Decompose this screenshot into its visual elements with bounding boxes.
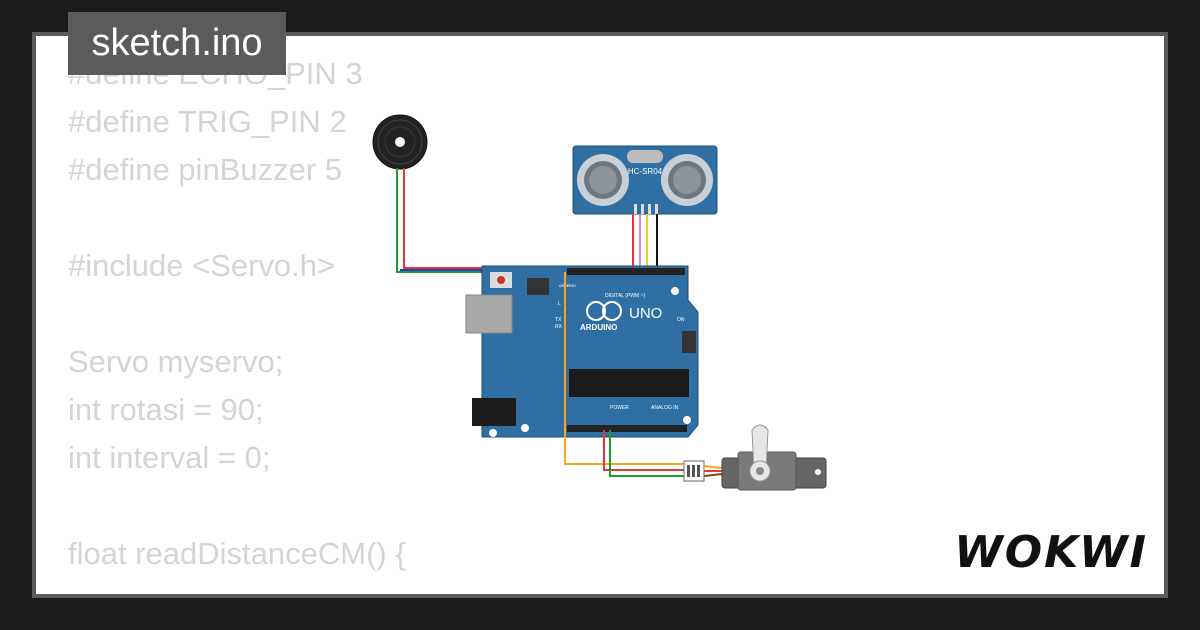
board-model: UNO <box>629 305 662 322</box>
code-line: #include <Servo.h> <box>68 248 336 283</box>
board-on-label: ON <box>677 317 685 323</box>
wire-buzzer-red <box>403 168 484 269</box>
code-line: int interval = 0; <box>68 440 271 475</box>
servo-motor[interactable] <box>683 424 827 491</box>
wire-servo-gnd <box>609 430 684 477</box>
code-line: Servo myservo; <box>68 344 284 379</box>
file-tab-title[interactable]: sketch.ino <box>68 12 286 75</box>
code-line: #define TRIG_PIN 2 <box>68 104 347 139</box>
sensor-label: HC-SR04 <box>628 167 663 176</box>
board-l-label: L <box>558 301 561 307</box>
ultrasonic-sensor[interactable]: HC-SR04 <box>572 145 718 215</box>
buzzer[interactable] <box>372 114 428 170</box>
wire-sensor-echo <box>646 214 654 273</box>
code-background: #define ECHO_PIN 3#define TRIG_PIN 2#def… <box>68 50 406 578</box>
wokwi-logo: WOKWI <box>954 527 1148 578</box>
board-analog-label: ANALOG IN <box>651 405 679 411</box>
board-gnd-label: GND <box>567 283 576 288</box>
wire-servo-power <box>603 430 684 471</box>
board-brand: ARDUINO <box>580 323 617 332</box>
arduino-uno-board[interactable]: ARDUINO UNO DIGITAL (PWM ~) POWER ANALOG… <box>465 265 699 438</box>
board-tx-label: TX <box>555 317 562 323</box>
code-line: float readDistanceCM() { <box>68 536 406 571</box>
board-power-label: POWER <box>610 405 629 411</box>
wire-buzzer-green <box>396 168 484 273</box>
board-rx-label: RX <box>555 324 563 330</box>
wire-servo-signal <box>564 272 684 465</box>
code-line: #define pinBuzzer 5 <box>68 152 343 187</box>
board-digital-label: DIGITAL (PWM ~) <box>605 293 645 299</box>
code-line: int rotasi = 90; <box>68 392 264 427</box>
